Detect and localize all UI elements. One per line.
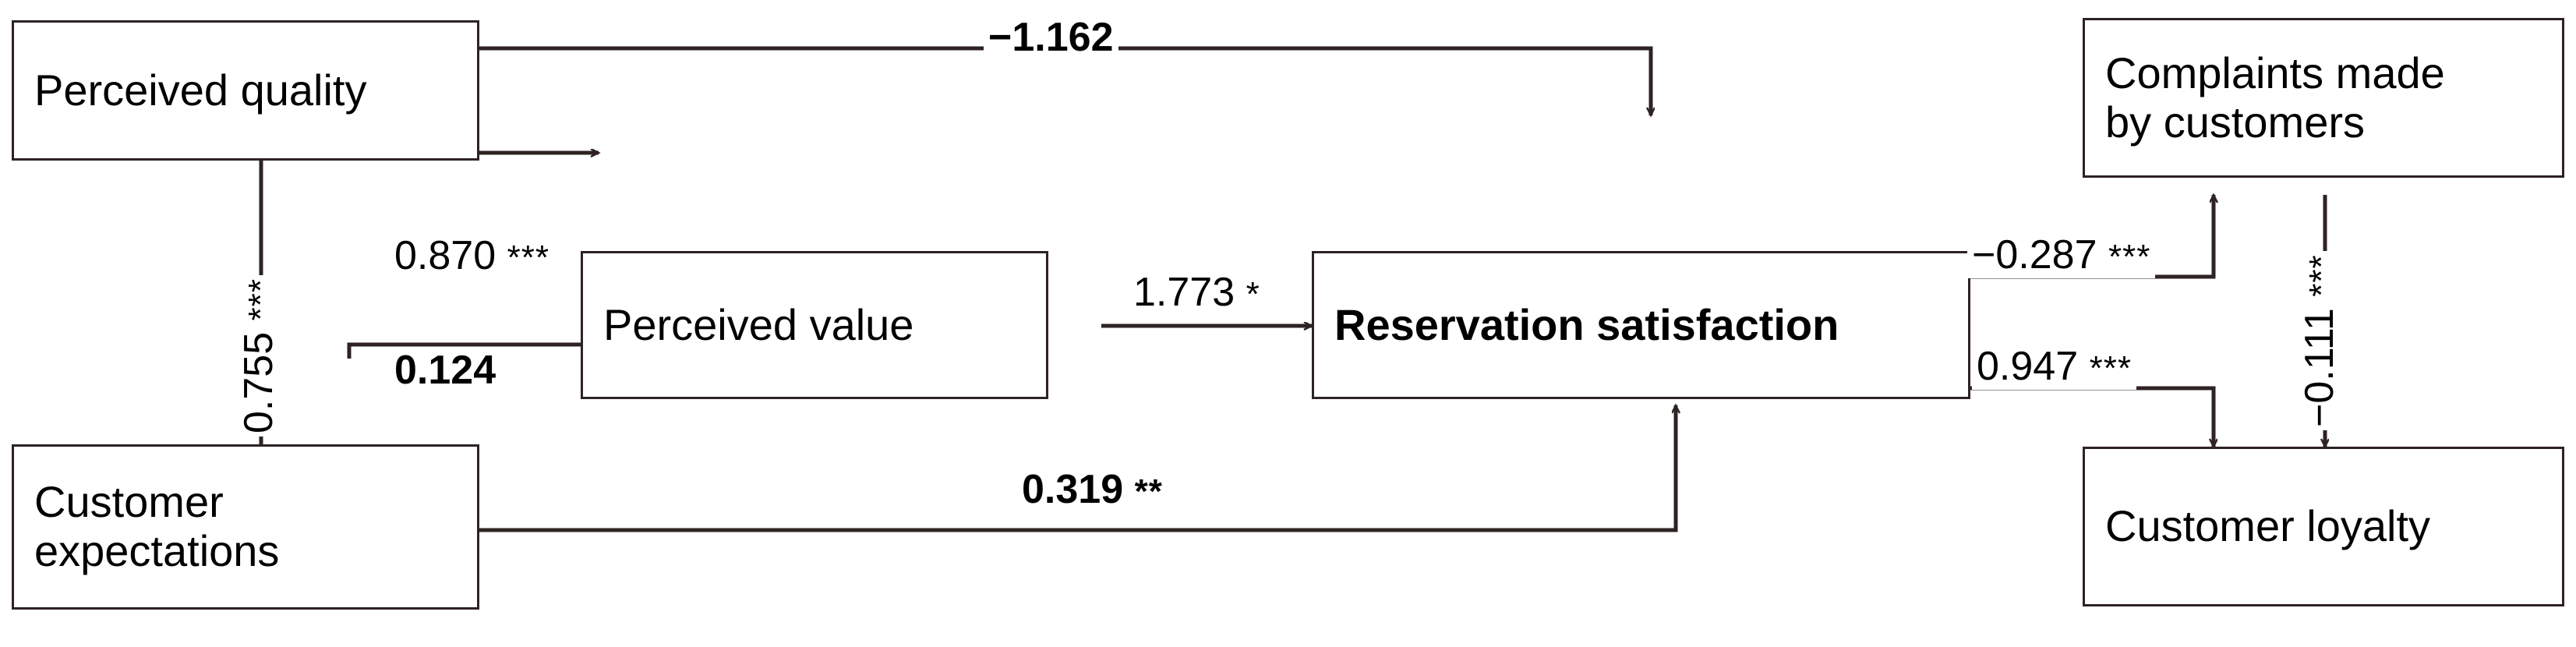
coefficient-value: 0.947 [1977, 344, 2079, 389]
coefficient-value: 0.755 [236, 331, 281, 433]
coefficient-value: 0.124 [394, 348, 496, 393]
node-label: Perceived value [603, 299, 914, 349]
edge-line-expectations-to-value [347, 345, 599, 359]
edge-label-satisfaction-to-complaints: −0.287 *** [1967, 232, 2156, 278]
significance-stars: * [1246, 275, 1260, 313]
node-label: Complaints made by customers [2105, 48, 2445, 147]
edge-line-quality-to-satisfaction [239, 46, 1651, 115]
edge-label-quality-to-value: 0.870 *** [390, 232, 554, 279]
coefficient-value: −0.287 [1972, 232, 2097, 278]
node-complaints-made-by-customers[interactable]: Complaints made by customers [2083, 18, 2564, 178]
node-customer-expectations[interactable]: Customer expectations [12, 444, 479, 610]
significance-stars: *** [2108, 238, 2151, 276]
edge-line-expectations-to-satisfaction [239, 405, 1676, 532]
node-label: Perceived quality [34, 65, 367, 115]
significance-stars: *** [2302, 254, 2341, 297]
edge-label-expectations-to-satisfaction: 0.319 ** [1017, 466, 1168, 513]
node-reservation-satisfaction[interactable]: Reservation satisfaction [1312, 251, 1970, 399]
significance-stars: *** [2089, 349, 2132, 387]
node-customer-loyalty[interactable]: Customer loyalty [2083, 447, 2564, 606]
node-perceived-quality[interactable]: Perceived quality [12, 20, 479, 161]
coefficient-value: 0.870 [394, 233, 496, 278]
edge-label-satisfaction-to-loyalty: 0.947 *** [1972, 343, 2136, 390]
edge-line-satisfaction-to-loyalty [1970, 386, 2214, 447]
coefficient-value: 1.773 [1133, 270, 1235, 315]
node-label: Reservation satisfaction [1334, 299, 1839, 349]
edge-label-expectations-to-quality: 0.755 *** [235, 275, 282, 437]
significance-stars: *** [242, 278, 280, 321]
edge-label-complaints-to-loyalty: −0.111 *** [2296, 251, 2343, 430]
node-perceived-value[interactable]: Perceived value [581, 251, 1048, 399]
edge-label-quality-to-satisfaction: −1.162 [984, 14, 1118, 61]
node-label: Customer loyalty [2105, 501, 2431, 551]
coefficient-value: −1.162 [988, 15, 1114, 60]
coefficient-value: −0.111 [2297, 308, 2342, 427]
edge-label-expectations-to-value: 0.124 [390, 347, 501, 394]
coefficient-value: 0.319 [1022, 467, 1124, 512]
edge-label-value-to-satisfaction: 1.773 * [1129, 269, 1265, 316]
significance-stars: *** [507, 239, 549, 277]
node-label: Customer expectations [34, 477, 280, 575]
significance-stars: ** [1134, 472, 1163, 511]
